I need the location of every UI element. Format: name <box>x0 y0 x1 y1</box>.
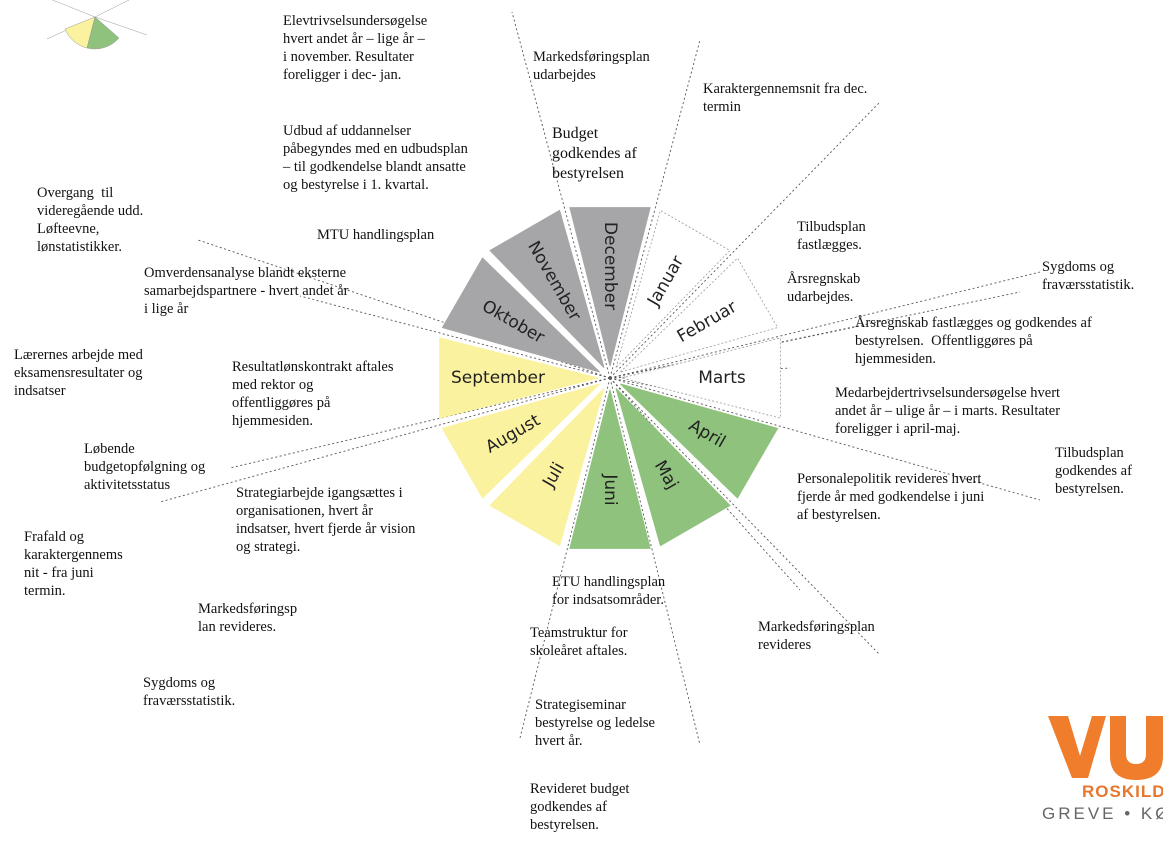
note-omverdensanalyse: Omverdensanalyse blandt eksterne samarbe… <box>144 265 349 317</box>
note-karaktergennemsnit-dec: Karaktergennemsnit fra dec. termin <box>703 81 868 115</box>
note-strategiarbejde: Strategiarbejde igangsættes i organisati… <box>236 485 416 555</box>
note-tilbudsplan-fastlaegges: Tilbudsplan fastlægges. <box>797 219 866 253</box>
connector-line <box>519 377 611 739</box>
month-sector-marts <box>621 337 781 419</box>
month-sector-december <box>569 207 651 367</box>
note-sygdom-top: Sygdoms og fraværsstatistik. <box>1042 259 1135 293</box>
note-revideret-budget: Revideret budget godkendes af bestyrelse… <box>530 781 630 833</box>
wheel-thumbnail <box>46 0 148 50</box>
logo-city-1: ROSKILDE <box>1082 782 1163 801</box>
connector-line <box>511 11 611 379</box>
note-frafald: Frafald og karaktergennems nit - fra jun… <box>24 529 123 599</box>
note-aarsregnskab-udarbejdes: Årsregnskab udarbejdes. <box>787 271 861 305</box>
month-sector-august <box>441 383 600 499</box>
note-personalepolitik: Personalepolitik revideres hvert fjerde … <box>797 471 985 523</box>
note-sygdom-bottom: Sygdoms og fraværsstatistik. <box>143 675 236 709</box>
month-sector-maj <box>615 388 731 547</box>
connector-line <box>159 377 611 503</box>
note-markedsfoeringsplan-revideres-right: Markedsføringsplan revideres <box>758 619 875 653</box>
connector-line <box>609 271 1041 379</box>
note-budget: Budget godkendes af bestyrelsen <box>552 125 637 182</box>
month-sector-juni <box>569 389 651 549</box>
month-sector-juli <box>489 388 605 547</box>
month-label-marts: Marts <box>698 368 746 388</box>
month-label-juni: Juni <box>600 473 620 505</box>
logo-city-2: GREVE • KØGE <box>1042 804 1163 823</box>
month-sector-april <box>620 383 779 499</box>
connector-line <box>609 377 881 656</box>
month-label-september: September <box>451 368 545 388</box>
note-udbud: Udbud af uddannelser påbegyndes med en u… <box>283 123 468 193</box>
note-resultatloen: Resultatlønskontrakt aftales med rektor … <box>232 359 394 429</box>
note-markedsfoering-udarbejdes: Markedsføringsplan udarbejdes <box>533 49 650 83</box>
month-sectors <box>439 207 781 549</box>
vu-mark-icon <box>1048 716 1163 780</box>
note-markedsfoeringsplan-revideres-left: Markedsføringsp lan revideres. <box>198 601 298 635</box>
note-laerernes-arbejde: Lærernes arbejde med eksamensresultater … <box>14 347 143 399</box>
month-sector-november <box>489 209 605 368</box>
connector-line <box>609 101 881 379</box>
month-label-december: December <box>600 222 620 310</box>
note-etu: ETU handlingsplan for indsatsområder. <box>552 574 666 608</box>
vuc-logo: ROSKILDE GREVE • KØGE <box>1040 712 1163 842</box>
month-sector-oktober <box>441 257 600 373</box>
note-strategiseminar: Strategiseminar bestyrelse og ledelse hv… <box>535 697 655 749</box>
month-sector-januar <box>615 209 731 368</box>
note-teamstruktur: Teamstruktur for skoleåret aftales. <box>530 625 628 659</box>
note-mtu: MTU handlingsplan <box>317 227 435 243</box>
note-aarsregnskab-fastlaegges: Årsregnskab fastlægges og godkendes af b… <box>855 315 1092 367</box>
month-sector-september <box>439 337 599 419</box>
note-overgang: Overgang til videregående udd. Løfteevne… <box>37 185 144 255</box>
note-budgetopfoelgning: Løbende budgetopfølgning og aktivitetsst… <box>84 441 206 493</box>
connector-line <box>299 295 611 379</box>
connector-line <box>229 377 611 469</box>
month-sector-februar <box>620 257 779 373</box>
note-elevtrivsel: Elevtrivselsundersøgelse hvert andet år … <box>283 13 428 83</box>
note-tilbudsplan-godkendes: Tilbudsplan godkendes af bestyrelsen. <box>1055 445 1132 497</box>
note-medarbejdertrivsel: Medarbejdertrivselsundersøgelse hvert an… <box>835 385 1061 437</box>
